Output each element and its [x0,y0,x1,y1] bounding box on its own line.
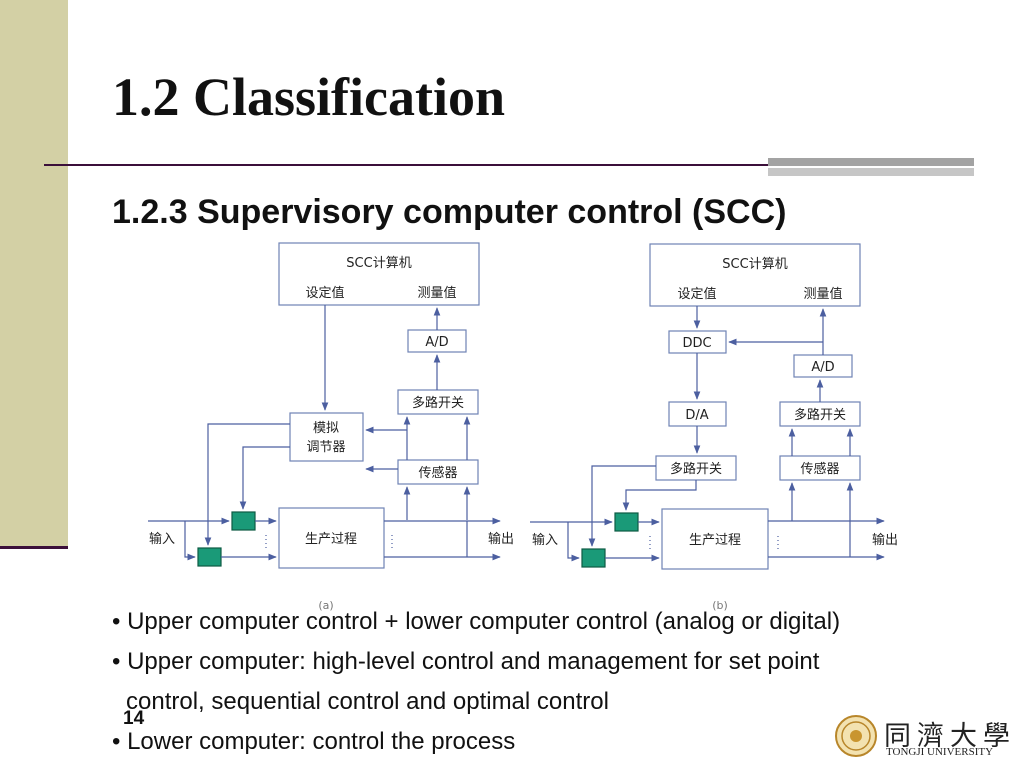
b-mux-left-label: 多路开关 [670,461,722,477]
bullet-item-continuation: control, sequential control and optimal … [126,688,609,715]
b-da-label: D/A [685,408,708,423]
b-actuator-1 [614,512,639,532]
b-process-label: 生产过程 [689,533,741,548]
b-caption: (b) [712,599,728,612]
title-divider [44,164,974,166]
a-output-label: 输出 [488,531,514,547]
diagram-b [530,243,885,570]
a-mux-box [397,389,479,415]
b-ddc-label: DDC [682,336,711,351]
a-regulator-label-1: 模拟 [313,421,339,436]
a-sensor-box [397,459,479,485]
a-process-label: 生产过程 [305,532,357,547]
b-input-label: 输入 [532,532,558,548]
page-number: 14 [123,708,145,729]
a-caption: (a) [318,599,333,612]
a-process-box [278,507,385,569]
slide-subtitle: 1.2.3 Supervisory computer control (SCC) [112,193,787,231]
b-scc-box [649,243,861,307]
b-sensor-label: 传感器 [800,461,839,477]
bullet-list: • Upper computer control + lower compute… [112,602,992,762]
b-process-box [661,508,769,570]
a-actuator-2 [197,547,222,567]
logo-english-name: TONGJI UNIVERSITY [886,746,994,758]
b-set-value-label: 设定值 [677,286,716,302]
a-measured-value-label: 测量值 [417,285,456,301]
a-scc-label: SCC计算机 [346,256,411,271]
side-accent-bar [0,0,68,548]
a-mux-label: 多路开关 [412,395,464,411]
b-actuator-2 [581,548,606,568]
a-actuator-1 [231,511,256,531]
a-ad-label: A/D [425,335,448,350]
side-accent-underline [0,546,68,549]
title-divider-accent [768,158,974,178]
b-output-label: 输出 [872,532,898,548]
a-regulator-label-2: 调节器 [306,440,345,455]
b-measured-value-label: 测量值 [803,286,842,302]
bullet-item: • Lower computer: control the process [112,728,516,755]
a-set-value-label: 设定值 [305,285,344,301]
bullet-item: • Upper computer control + lower compute… [112,608,841,635]
slide-title: 1.2 Classification [112,67,506,127]
b-mux-right-label: 多路开关 [794,407,846,423]
diagram-a [148,242,501,569]
b-scc-label: SCC计算机 [722,257,787,272]
a-input-label: 输入 [149,531,175,547]
b-ad-label: A/D [811,360,834,375]
tongji-logo: 同濟大學 TONGJI UNIVERSITY [834,712,1018,764]
b-sensor-box [779,455,861,481]
university-seal-icon [835,715,877,757]
a-regulator-box [289,412,364,462]
logo-chinese-name: 同濟大學 [884,721,1016,752]
a-scc-box [278,242,480,306]
a-sensor-label: 传感器 [418,465,457,481]
bullet-item: • Upper computer: high-level control and… [112,648,820,675]
